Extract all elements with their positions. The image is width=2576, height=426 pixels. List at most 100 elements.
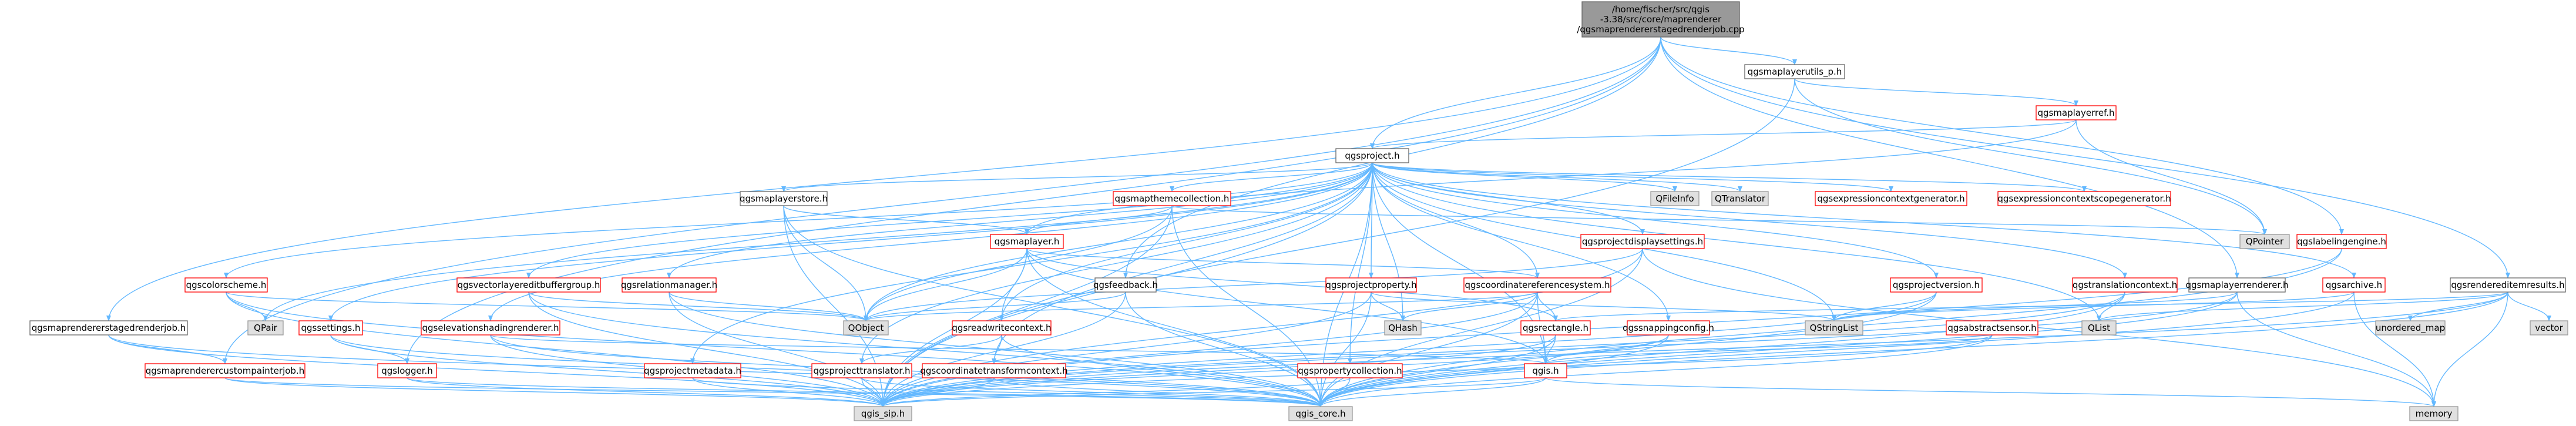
node-qgslabelingengine[interactable]: qgslabelingengine.h (2296, 234, 2387, 249)
node-qgscolorscheme[interactable]: qgscolorscheme.h (184, 277, 268, 293)
edge-qgsmaplayerrenderer-to-qgis_sip (881, 291, 2238, 407)
edge-qgsrenderedresults-to-qgis_core (1318, 291, 2508, 407)
edge-qgsfeedback-to-qgis_core (1125, 291, 1323, 407)
node-label-qgsvectorlayereditbuffergroup: qgsvectorlayereditbuffergroup.h (458, 280, 600, 290)
edge-qgsmapthemecollection-to-qobject (864, 205, 1173, 321)
node-qgis[interactable]: qgis.h (1524, 363, 1567, 378)
edge-root-to-qgsmaplayerutils_p (1660, 36, 1797, 65)
edge-qgsproject-to-qhash (1372, 162, 1405, 321)
edge-qgslogger-to-qgis_core (407, 377, 1323, 407)
node-box-qgsvectorlayereditbuffergroup (456, 277, 601, 293)
node-qgscoordinatereferencesystem[interactable]: qgscoordinatereferencesystem.h (1463, 277, 1611, 293)
edge-qgsproject-to-qgselevationshadingrenderer (488, 162, 1373, 321)
node-qgsprojecttranslator[interactable]: qgsprojecttranslator.h (811, 363, 912, 378)
node-qpointer[interactable]: QPointer (2239, 234, 2290, 249)
node-box-qpair (247, 320, 284, 336)
edge-qgsrelationmanager-to-qobject (669, 291, 868, 321)
node-qlist[interactable]: QList (2081, 320, 2117, 336)
node-box-qgstranslationcontext (2072, 277, 2178, 293)
edge-qgsmapthemecollection-to-qgsmaplayer (1025, 205, 1173, 235)
node-qgsprojectversion[interactable]: qgsprojectversion.h (1890, 277, 1983, 293)
node-qfileinfo[interactable]: QFileInfo (1650, 191, 1700, 206)
node-qgsvectorlayereditbuffergroup[interactable]: qgsvectorlayereditbuffergroup.h (456, 277, 601, 293)
node-qgssettings[interactable]: qgssettings.h (298, 320, 363, 336)
node-qstringlist[interactable]: QStringList (1805, 320, 1863, 336)
node-qgsexpressioncontextscopegenerator[interactable]: qgsexpressioncontextscopegenerator.h (1997, 191, 2171, 206)
node-qgscoordinatetransformcontext[interactable]: qgscoordinatetransformcontext.h (920, 363, 1068, 378)
edge-qgsmaplayer-to-qgis (1026, 248, 1548, 364)
node-qgsrenderedresults[interactable]: qgsrendereditemresults.h (2450, 277, 2566, 293)
node-qgsmaplayer[interactable]: qgsmaplayer.h (990, 234, 1064, 249)
node-qobject[interactable]: QObject (843, 320, 889, 336)
edge-qgsmaprenderercustompainterjob-to-qgis_sip (224, 377, 885, 407)
node-label-qgsfeedback: qgsfeedback.h (1093, 280, 1158, 290)
node-qgslogger[interactable]: qgslogger.h (377, 363, 437, 378)
edge-qgsprojectversion-to-qstringlist (1832, 291, 1937, 321)
edge-qgsproject-to-qgssettings (328, 162, 1373, 321)
node-qgsmaplayerrenderer[interactable]: qgsmaplayerrenderer.h (2185, 277, 2289, 293)
node-qgselevationshadingrenderer[interactable]: qgselevationshadingrenderer.h (421, 320, 560, 336)
edge-root-to-qgsmaprendererstagedrenderjob (106, 36, 1661, 321)
node-box-qgsabstractsensor (1946, 320, 2038, 336)
node-qgsrectangle[interactable]: qgsrectangle.h (1520, 320, 1591, 336)
node-memory[interactable]: memory (2409, 406, 2459, 421)
node-qgsfeedback[interactable]: qgsfeedback.h (1093, 277, 1158, 293)
node-qgsreadwritecontext[interactable]: qgsreadwritecontext.h (952, 320, 1052, 336)
node-label-qgsrenderedresults: qgsrendereditemresults.h (2451, 280, 2564, 290)
node-vector[interactable]: vector (2530, 320, 2568, 336)
root-label-line: /home/fischer/src/qgis (1612, 4, 1710, 15)
node-qgstranslationcontext[interactable]: qgstranslationcontext.h (2072, 277, 2178, 293)
node-qgis_core[interactable]: qgis_core.h (1288, 406, 1353, 421)
node-box-qgsmaplayer (990, 234, 1064, 249)
edge-qgsabstractsensor-to-qgis (1543, 334, 1993, 364)
node-qgsmaprenderercustompainterjob[interactable]: qgsmaprenderercustompainterjob.h (145, 363, 305, 378)
edge-qgsmaplayerref-to-qpointer (2075, 119, 2267, 235)
node-qtranslator[interactable]: QTranslator (1711, 191, 1769, 206)
node-unordered_map[interactable]: unordered_map (2375, 320, 2446, 336)
edge-qgsproject-to-qgsrelationmanager (667, 162, 1373, 279)
node-box-qstringlist (1805, 320, 1863, 336)
node-qgsmapthemecollection[interactable]: qgsmapthemecollection.h (1113, 191, 1231, 206)
edge-qgscolorscheme-to-qgis_sip (226, 291, 885, 407)
edge-qgsvectorlayereditbuffergroup-to-qobject (528, 291, 868, 321)
node-box-qgscoordinatereferencesystem (1463, 277, 1611, 293)
node-box-qgssnappingconfig (1627, 320, 1710, 336)
edge-qgsproject-to-qgscolorscheme (224, 162, 1373, 279)
node-qgssnappingconfig[interactable]: qgssnappingconfig.h (1623, 320, 1714, 336)
edge-qgsreadwritecontext-to-qgsprojecttranslator (859, 334, 1002, 364)
node-qgsmaplayerref[interactable]: qgsmaplayerref.h (2036, 105, 2117, 120)
node-qgsexpressioncontextgenerator[interactable]: qgsexpressioncontextgenerator.h (1815, 191, 1967, 206)
node-label-qgsexpressioncontextgenerator: qgsexpressioncontextgenerator.h (1817, 193, 1964, 204)
edge-qgsabstractsensor-to-qgis_sip (881, 334, 1993, 407)
node-box-qgspropertycollection (1297, 363, 1403, 378)
node-qgsprojectproperty[interactable]: qgsprojectproperty.h (1325, 277, 1417, 293)
edge-qgscolorscheme-to-qgis_core (226, 291, 1323, 407)
edge-qgsproject-to-qgsmaplayerstore (781, 162, 1373, 192)
edge-qgsprojectproperty-to-qgis_core (1318, 291, 1372, 407)
node-root[interactable]: /home/fischer/src/qgis-3.38/src/core/map… (1577, 1, 1745, 38)
node-qpair[interactable]: QPair (247, 320, 284, 336)
edge-qgsrenderedresults-to-unordered_map (2408, 291, 2508, 321)
edge-qgsmaprenderercustompainterjob-to-qgis_core (224, 377, 1323, 407)
node-qgsarchive[interactable]: qgsarchive.h (2322, 277, 2386, 293)
node-qgsmaplayerutils_p[interactable]: qgsmaplayerutils_p.h (1744, 64, 1845, 79)
node-qgspropertycollection[interactable]: qgspropertycollection.h (1297, 363, 1403, 378)
node-qgsabstractsensor[interactable]: qgsabstractsensor.h (1946, 320, 2038, 336)
node-qhash[interactable]: QHash (1384, 320, 1422, 336)
node-qgsprojectmetadata[interactable]: qgsprojectmetadata.h (644, 363, 741, 378)
node-label-qgis: qgis.h (1532, 365, 1559, 376)
edge-qgsarchive-to-memory (2353, 291, 2436, 407)
node-qgsprojectdisplaysettings[interactable]: qgsprojectdisplaysettings.h (1580, 234, 1705, 249)
edge-qgsprojectmetadata-to-qgis_sip (692, 377, 885, 407)
edge-qgsarchive-to-qgis_core (1318, 291, 2355, 407)
edge-root-to-qgsmaplayerrenderer (1660, 36, 2239, 279)
node-box-qgis_sip (854, 406, 912, 421)
edge-qgssnappingconfig-to-qgis_sip (881, 334, 1669, 407)
node-label-qgsprojectdisplaysettings: qgsprojectdisplaysettings.h (1582, 236, 1703, 247)
node-qgis_sip[interactable]: qgis_sip.h (854, 406, 912, 421)
node-qgsmaprendererstagedrenderjob[interactable]: qgsmaprendererstagedrenderjob.h (29, 320, 188, 336)
node-qgsmaplayerstore[interactable]: qgsmaplayerstore.h (740, 191, 828, 206)
node-qgsrelationmanager[interactable]: qgsrelationmanager.h (621, 277, 717, 293)
edge-qgsmaplayerstore-to-qgis_core (783, 205, 1323, 407)
node-qgsproject[interactable]: qgsproject.h (1335, 148, 1409, 163)
